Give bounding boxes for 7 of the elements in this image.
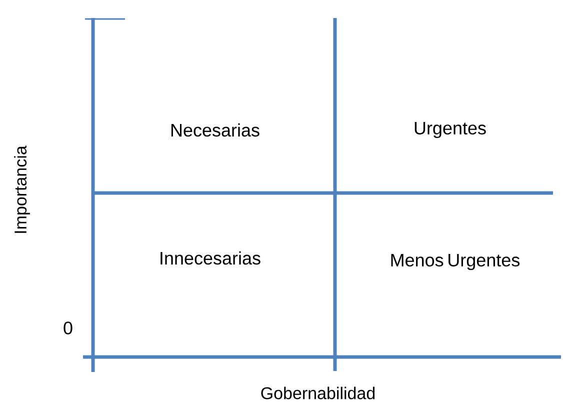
axis-title: Gobernabilidad bbox=[261, 386, 375, 400]
axis-title: Importancia bbox=[14, 146, 30, 233]
quadrant-label: Innecesarias bbox=[160, 251, 260, 265]
quadrant-label: Urgentes bbox=[414, 122, 486, 138]
quadrant-label: Menos Urgentes bbox=[391, 254, 520, 270]
quadrant-label: Necesarias bbox=[171, 123, 260, 137]
axis-tick-label: 0 bbox=[64, 322, 72, 334]
